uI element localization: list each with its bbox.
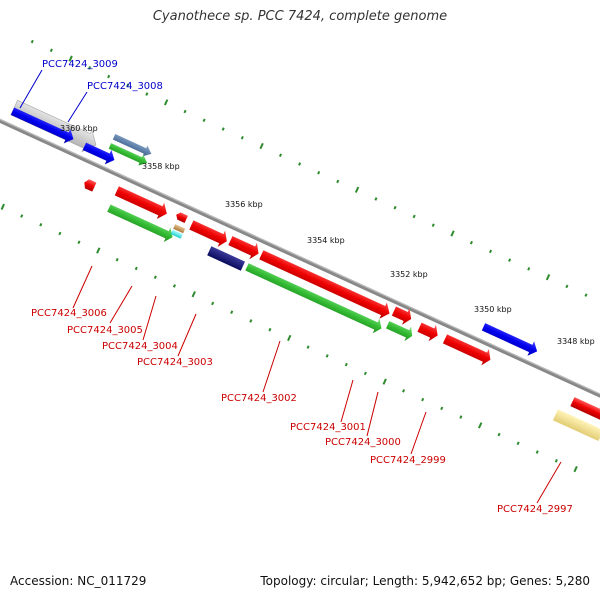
accession-text: Accession: NC_011729 (10, 574, 147, 588)
gene-PCC7424_2997-red[interactable] (570, 397, 600, 427)
gene-PCC7424_2997[interactable] (552, 409, 600, 442)
gene-label[interactable]: PCC7424_3005 (67, 325, 143, 336)
gene-PCC7424_3004[interactable] (188, 217, 231, 250)
gene-reverse-red-2[interactable] (175, 211, 188, 223)
gene-reverse-small-red[interactable] (82, 178, 97, 192)
gene-label[interactable]: PCC7424_3001 (290, 422, 366, 433)
gene-forward-blue-right[interactable] (480, 320, 540, 359)
gene-label[interactable]: PCC7424_2997 (497, 504, 573, 515)
gene-label[interactable]: PCC7424_3002 (221, 393, 297, 404)
gene-reverse-red-long[interactable] (258, 247, 394, 322)
ruler-ticks-outer (30, 39, 588, 297)
gene-label[interactable]: PCC7424_3009 (42, 59, 118, 70)
ruler-label: 3352 kbp (390, 270, 428, 279)
ruler-label: 3358 kbp (142, 162, 180, 171)
gene-label[interactable]: PCC7424_3006 (31, 308, 107, 319)
gene-forward-blue-left[interactable] (9, 104, 77, 146)
gene-forward-blue-2[interactable] (81, 139, 118, 167)
forward-strand-genes (9, 99, 540, 359)
gene-label[interactable]: PCC7424_3008 (87, 81, 163, 92)
gene-PCC7424_3005-tan[interactable] (173, 224, 186, 234)
gene-PCC7424_3000[interactable] (384, 317, 415, 343)
gene-PCC7424_3002[interactable] (244, 260, 385, 336)
ruler-label: 3356 kbp (225, 200, 263, 209)
gene-label[interactable]: PCC7424_3004 (102, 341, 178, 352)
genome-backbone (0, 105, 600, 426)
ruler-label: 3360 kbp (60, 124, 98, 133)
gene-PCC7424_3006[interactable] (106, 201, 176, 245)
gene-PCC7424_2999[interactable] (441, 331, 494, 368)
ruler-ticks-inner (0, 203, 578, 473)
gene-PCC7424_3001[interactable] (390, 303, 415, 327)
gene-PCC7424_2999-red[interactable] (416, 319, 442, 344)
ruler-label: 3348 kbp (557, 337, 595, 346)
gene-label[interactable]: PCC7424_2999 (370, 455, 446, 466)
gene-label[interactable]: PCC7424_3000 (325, 437, 401, 448)
gene-label[interactable]: PCC7424_3003 (137, 357, 213, 368)
gene-PCC7424_3008[interactable] (112, 131, 154, 159)
gene-PCC7424_3005[interactable] (170, 229, 183, 239)
gene-PCC7424_3006-red[interactable] (113, 183, 171, 222)
topology-text: Topology: circular; Length: 5,942,652 bp… (260, 574, 590, 588)
leader-lines (19, 69, 562, 504)
gene-reverse-red-3[interactable] (227, 232, 263, 261)
reverse-strand-genes (82, 178, 600, 442)
map-title: Cyanothece sp. PCC 7424, complete genome (152, 9, 448, 24)
ruler-label: 3350 kbp (474, 305, 512, 314)
ruler-label: 3354 kbp (307, 236, 345, 245)
gene-forward-green[interactable] (107, 140, 149, 168)
gene-PCC7424_3003[interactable] (207, 246, 245, 271)
